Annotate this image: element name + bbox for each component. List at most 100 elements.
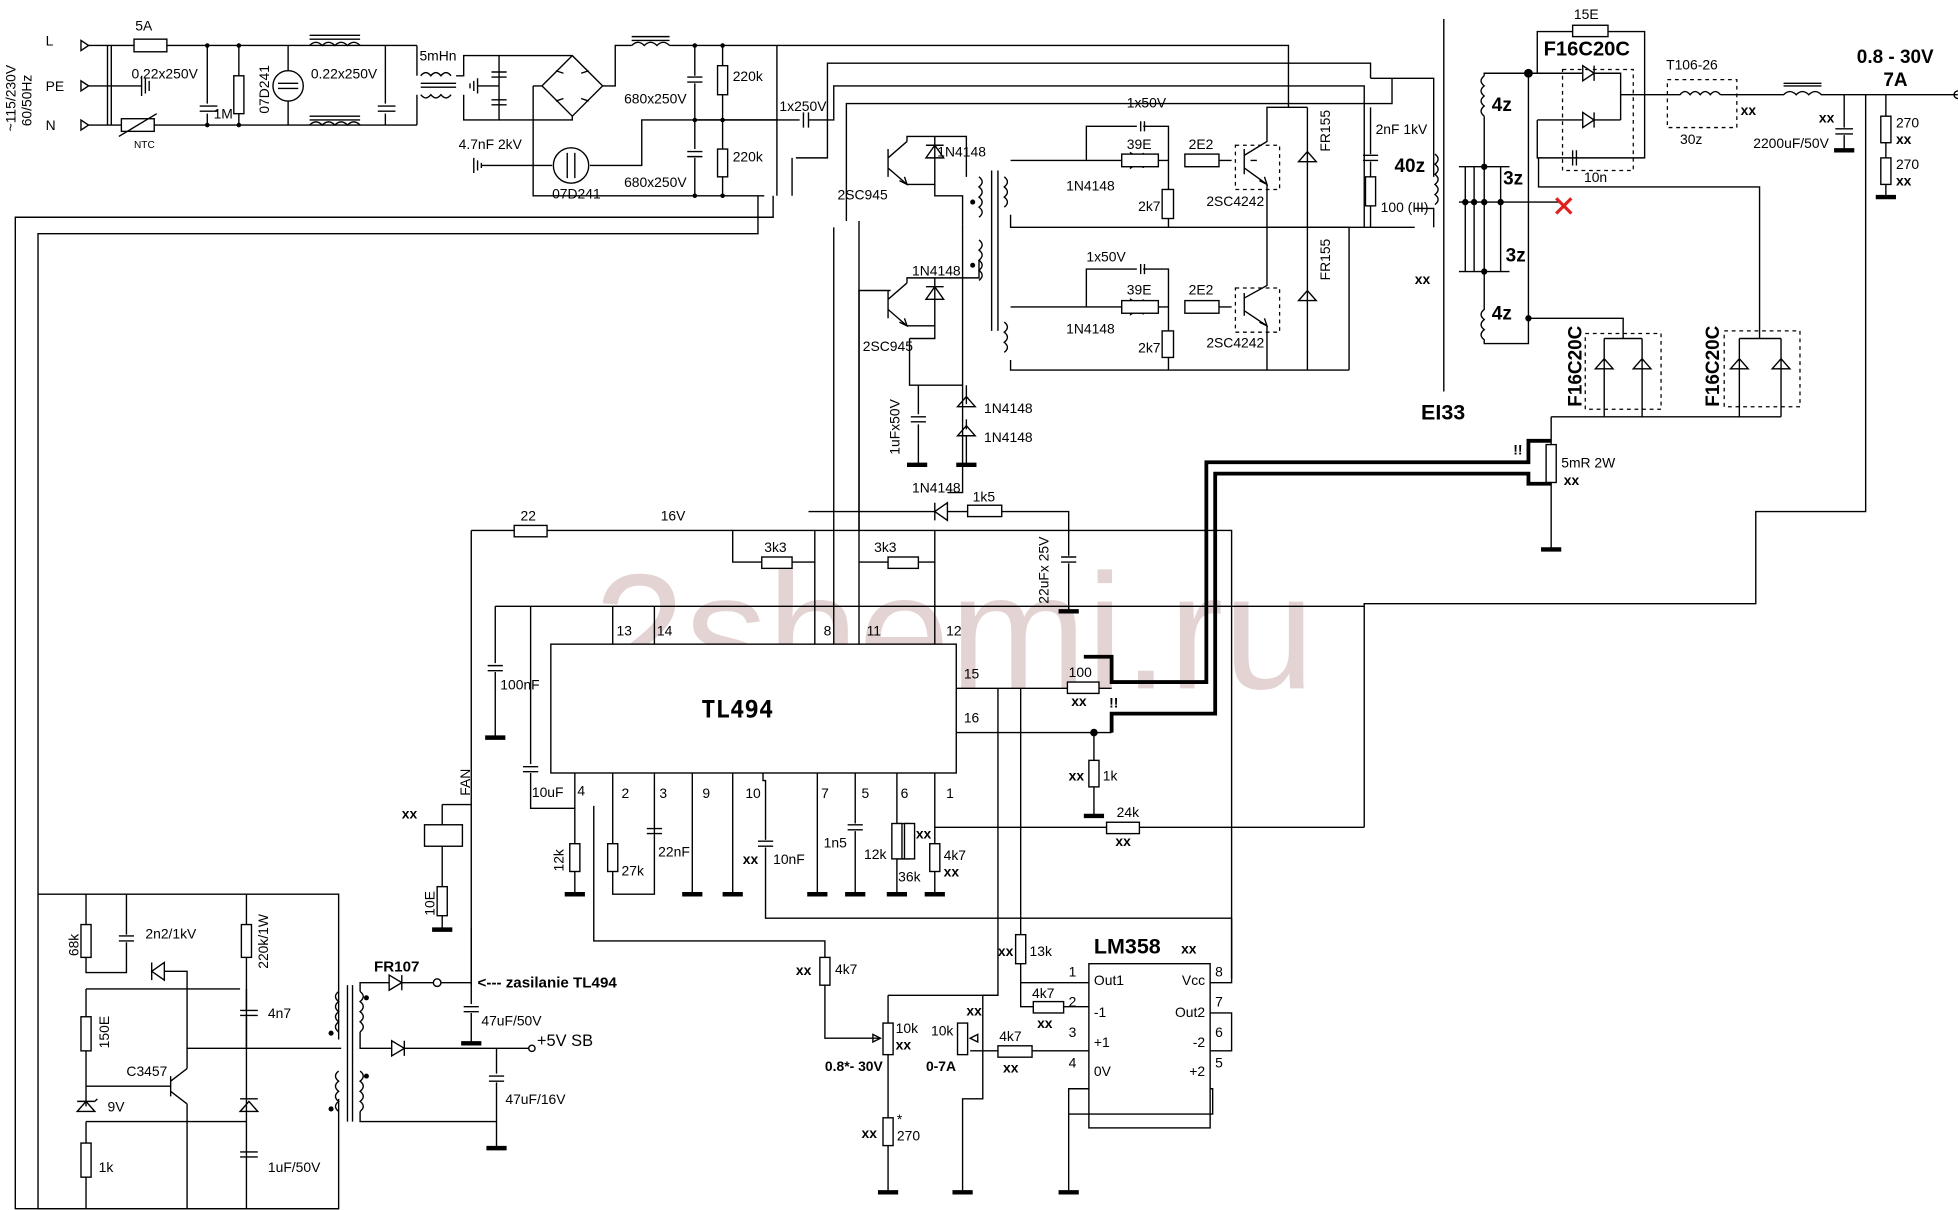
- out-cap-label: 2200uF/50V: [1753, 135, 1829, 151]
- r13k-xx: xx: [998, 943, 1014, 959]
- pin-12: 12: [946, 622, 962, 638]
- sb-supply-note: <--- zasilanie TL494: [478, 975, 618, 992]
- r-fb-label: 4k7: [1032, 985, 1055, 1001]
- r-vset-xx: xx: [796, 962, 812, 978]
- r220k-icon: [240, 923, 253, 959]
- sb-c3-label: 1uF/50V: [268, 1159, 321, 1175]
- r-fb-xx: xx: [1037, 1015, 1053, 1031]
- pot-v-label: 10k: [896, 1020, 918, 1036]
- mosfet-top-icon: [1234, 144, 1281, 191]
- x-cap-2-label: 0.22x250V: [311, 65, 378, 81]
- r100-warn: !!: [1109, 694, 1118, 710]
- rt1-label: 12k: [864, 846, 886, 862]
- lm358-chip: [1088, 963, 1211, 1129]
- standby-supply: 68k 2n2/1kV 220k/1W 150E C3457 4n7 9V 1k…: [37, 894, 618, 1210]
- bleed-resistor-bottom-label: 220k: [733, 149, 763, 165]
- pin-10: 10: [745, 785, 761, 801]
- r24k-xx: xx: [1115, 833, 1131, 849]
- c3-label: 22nF: [658, 843, 690, 859]
- snubber-cap-label: 2nF 1kV: [1376, 121, 1428, 137]
- sb-cap-a-label: 47uF/50V: [481, 1013, 542, 1029]
- resistor-39e-bottom-icon: [1121, 299, 1160, 314]
- r4k7-icon: [929, 843, 941, 873]
- bulk-cap-bottom-label: 680x250V: [624, 174, 687, 190]
- primary-turns-label: 40z: [1395, 156, 1426, 177]
- c10-xx: xx: [743, 851, 759, 867]
- feed-diode-label: 1N4148: [912, 480, 961, 496]
- fuse-icon: [133, 38, 168, 53]
- sb-c1-label: 2n2/1kV: [145, 925, 197, 941]
- pin-5: 5: [862, 785, 870, 801]
- bottom-r-series-label: 39E: [1127, 281, 1152, 297]
- fan-xx: xx: [402, 805, 418, 821]
- core-label: EI33: [1421, 400, 1465, 424]
- pot-current-icon: [956, 1022, 969, 1056]
- sb-r3-label: 150E: [96, 1016, 112, 1048]
- fan-icon: [423, 824, 464, 847]
- transformer-primary-icon: [1433, 18, 1445, 392]
- top-r-base-label: 2E2: [1189, 136, 1214, 152]
- drive-transformer-icon: [977, 170, 999, 331]
- lm-pin1: 1: [1069, 963, 1077, 979]
- snubber-15e-icon: [1571, 24, 1609, 38]
- d2-label: 1N4148: [912, 262, 961, 278]
- pot-i-xx: xx: [966, 1002, 982, 1018]
- coupling-cap-label: 1x250V: [779, 98, 827, 114]
- lm358-name: LM358: [1094, 935, 1161, 959]
- lm-pin4: 4: [1069, 1054, 1077, 1070]
- bottom-transistor-label: 2SC4242: [1206, 334, 1264, 350]
- r100-label: 100: [1069, 664, 1092, 680]
- pot-i-range: 0-7A: [926, 1058, 956, 1074]
- r1-xx: xx: [944, 864, 960, 880]
- common-mode-choke-1-icon: [309, 34, 361, 127]
- lm-pin1-name: Out1: [1094, 972, 1124, 988]
- output-current: 7A: [1883, 70, 1908, 91]
- sb-c2-label: 4n7: [268, 1005, 291, 1021]
- main-transformer: 40z xx 4z 3z 3z 4z EI33: [1395, 18, 1573, 424]
- sec-top-turns: 4z: [1492, 95, 1512, 116]
- r270-xx: xx: [862, 1125, 878, 1141]
- r1k-icon: [1088, 759, 1100, 788]
- r22-label: 22: [521, 507, 537, 523]
- fr-bottom-label: FR155: [1317, 238, 1333, 280]
- bottom-diode-label: 1N4148: [1066, 320, 1115, 336]
- shunt-xx: xx: [1564, 472, 1580, 488]
- sb-r4-label: 1k: [99, 1159, 114, 1175]
- r1-label: 4k7: [944, 847, 967, 863]
- r-load1-xx: xx: [1896, 131, 1912, 147]
- output-voltage: 0.8 - 30V: [1857, 47, 1934, 68]
- mosfet-bottom-icon: [1234, 287, 1281, 333]
- ntc-label: NTC: [134, 140, 155, 151]
- r1k-label: 1k: [1103, 768, 1118, 784]
- c10-label: 10nF: [773, 851, 805, 867]
- sb-diode-label: FR107: [374, 958, 419, 975]
- c10u-label: 10uF: [532, 784, 564, 800]
- lm-pin8: 8: [1215, 963, 1223, 979]
- lm-pin3-name: +1: [1094, 1034, 1110, 1050]
- r2-label: 27k: [622, 862, 644, 878]
- cross-mark-icon: [1555, 197, 1573, 215]
- rect-a-label: F16C20C: [1565, 325, 1586, 406]
- top-r-series-label: 39E: [1127, 136, 1152, 152]
- r-in-xx: xx: [1003, 1059, 1019, 1075]
- pin-9: 9: [702, 785, 710, 801]
- choke-5mh-icon: [420, 71, 457, 99]
- mains-frequency: 60/50Hz: [19, 75, 35, 127]
- resistor-1m-label: 1M: [214, 106, 233, 122]
- pin-2: 2: [622, 785, 630, 801]
- rt2-xx: xx: [916, 826, 932, 842]
- feed-resistor-label: 1k5: [973, 488, 996, 504]
- r4k7-in-icon: [997, 1045, 1033, 1058]
- rectifier-a-icon: [1584, 332, 1662, 410]
- snubber-resistor-icon: [1364, 176, 1377, 207]
- r27k-icon: [606, 843, 619, 873]
- terminal-n: N: [46, 117, 56, 133]
- r100-xx: xx: [1071, 693, 1087, 709]
- top-cap-label: 1x50V: [1127, 94, 1167, 110]
- fan-circuit: FAN xx 10E: [402, 769, 473, 932]
- aux-d2-label: 1N4148: [984, 429, 1033, 445]
- rectifier-b-icon: [1723, 330, 1801, 408]
- sec-mid1-turns: 3z: [1503, 168, 1523, 189]
- r24k-icon: [1105, 821, 1141, 835]
- coupled-choke-icon: [1666, 78, 1738, 129]
